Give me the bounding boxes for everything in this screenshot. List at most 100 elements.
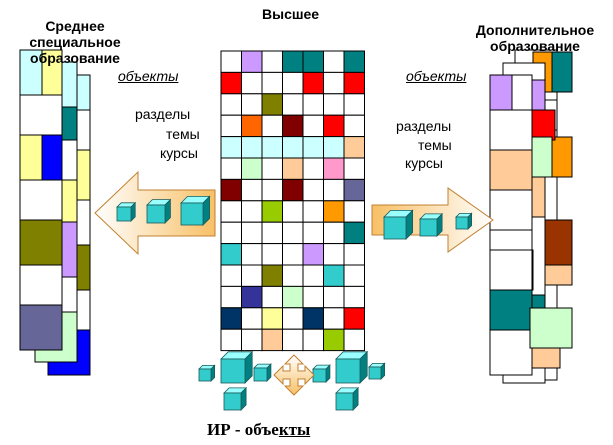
grid-cell bbox=[282, 71, 304, 95]
grid-cell bbox=[261, 71, 283, 95]
grid-cell bbox=[302, 328, 324, 352]
grid-cell bbox=[220, 307, 242, 330]
grid-cell bbox=[343, 50, 365, 73]
grid-cell bbox=[302, 264, 324, 287]
cube-icon bbox=[335, 350, 369, 384]
grid-cell bbox=[302, 50, 324, 73]
grid-cell bbox=[323, 157, 345, 180]
grid-cell bbox=[241, 328, 263, 352]
grid-cell bbox=[343, 200, 365, 223]
title-secondary-education: Среднее специальное образование bbox=[29, 18, 121, 66]
grid-cell bbox=[220, 50, 242, 73]
grid-cell bbox=[220, 136, 242, 159]
grid-cell bbox=[302, 157, 324, 180]
grid-cell bbox=[220, 200, 242, 223]
grid-cell bbox=[282, 93, 304, 116]
left-column-stack bbox=[19, 49, 91, 376]
grid-cell bbox=[261, 285, 283, 309]
grid-cell bbox=[261, 114, 283, 138]
grid-cell bbox=[282, 157, 304, 180]
grid-cell bbox=[323, 200, 345, 223]
cube-icon bbox=[335, 386, 360, 411]
grid-cell bbox=[323, 328, 345, 352]
grid-cell bbox=[282, 243, 304, 266]
grid-cell bbox=[302, 285, 324, 309]
grid-cell bbox=[343, 307, 365, 330]
grid-cell bbox=[261, 50, 283, 73]
cube-icon bbox=[455, 212, 473, 230]
grid-cell bbox=[282, 307, 304, 330]
grid-cell bbox=[343, 71, 365, 95]
grid-cell bbox=[302, 136, 324, 159]
title-higher-education: Высшее bbox=[262, 6, 320, 22]
grid-cell bbox=[282, 285, 304, 309]
grid-cell bbox=[282, 178, 304, 202]
grid-cell bbox=[323, 221, 345, 245]
grid-cell bbox=[282, 264, 304, 287]
ir-objects-label: ИР - объекты bbox=[207, 420, 310, 440]
cube-icon bbox=[223, 386, 248, 411]
grid-cell bbox=[323, 114, 345, 138]
right-column-stack bbox=[489, 49, 573, 384]
grid-cell bbox=[241, 157, 263, 180]
grid-cell bbox=[302, 71, 324, 95]
ir-objects-label-part1: ИР - объе bbox=[207, 420, 279, 439]
title-additional-education: Дополнительное образование bbox=[475, 22, 595, 54]
left-topics-label: темы bbox=[166, 126, 200, 142]
grid-cell bbox=[220, 157, 242, 180]
grid-cell bbox=[282, 136, 304, 159]
cube-icon bbox=[312, 364, 331, 383]
cube-group bbox=[116, 195, 473, 411]
grid-cell bbox=[302, 307, 324, 330]
four-way-arrow-icon bbox=[273, 354, 315, 396]
grid-cell bbox=[343, 114, 365, 138]
grid-cell bbox=[323, 178, 345, 202]
grid-cell bbox=[323, 307, 345, 330]
grid-cell bbox=[343, 178, 365, 202]
grid-cell bbox=[261, 221, 283, 245]
right-stack-layer-front bbox=[489, 74, 573, 376]
grid-cell bbox=[241, 264, 263, 287]
grid-cell bbox=[261, 93, 283, 116]
grid-cell bbox=[241, 285, 263, 309]
grid-cell bbox=[261, 243, 283, 266]
grid-cell bbox=[323, 93, 345, 116]
grid-cell bbox=[241, 200, 263, 223]
grid-cell bbox=[220, 93, 242, 116]
grid-cell bbox=[282, 221, 304, 245]
grid-cell bbox=[302, 200, 324, 223]
grid-cell bbox=[220, 264, 242, 287]
grid-cell bbox=[282, 50, 304, 73]
cube-icon bbox=[419, 212, 444, 237]
grid-cell bbox=[282, 200, 304, 223]
grid-cell bbox=[343, 136, 365, 159]
grid-cell bbox=[323, 136, 345, 159]
grid-cell bbox=[220, 328, 242, 352]
left-courses-label: курсы bbox=[160, 145, 198, 161]
grid-cell bbox=[302, 243, 324, 266]
grid-cell bbox=[241, 243, 263, 266]
cube-icon bbox=[383, 209, 414, 240]
grid-cell bbox=[343, 93, 365, 116]
grid-cell bbox=[220, 114, 242, 138]
grid-cell bbox=[343, 328, 365, 352]
grid-cell bbox=[343, 157, 365, 180]
grid-cell bbox=[241, 93, 263, 116]
cube-icon bbox=[253, 363, 272, 382]
right-sections-label: разделы bbox=[396, 118, 452, 134]
grid-cell bbox=[261, 157, 283, 180]
center-grid bbox=[220, 50, 365, 352]
left-objects-label: объекты bbox=[118, 68, 179, 84]
grid-cell bbox=[302, 114, 324, 138]
grid-cell bbox=[282, 328, 304, 352]
cube-icon bbox=[146, 198, 172, 224]
grid-cell bbox=[261, 200, 283, 223]
grid-cell bbox=[343, 243, 365, 266]
cube-icon bbox=[220, 350, 254, 384]
grid-cell bbox=[220, 221, 242, 245]
grid-cell bbox=[220, 285, 242, 309]
grid-cell bbox=[241, 71, 263, 95]
grid-cell bbox=[241, 221, 263, 245]
grid-cell bbox=[343, 285, 365, 309]
grid-cell bbox=[323, 243, 345, 266]
